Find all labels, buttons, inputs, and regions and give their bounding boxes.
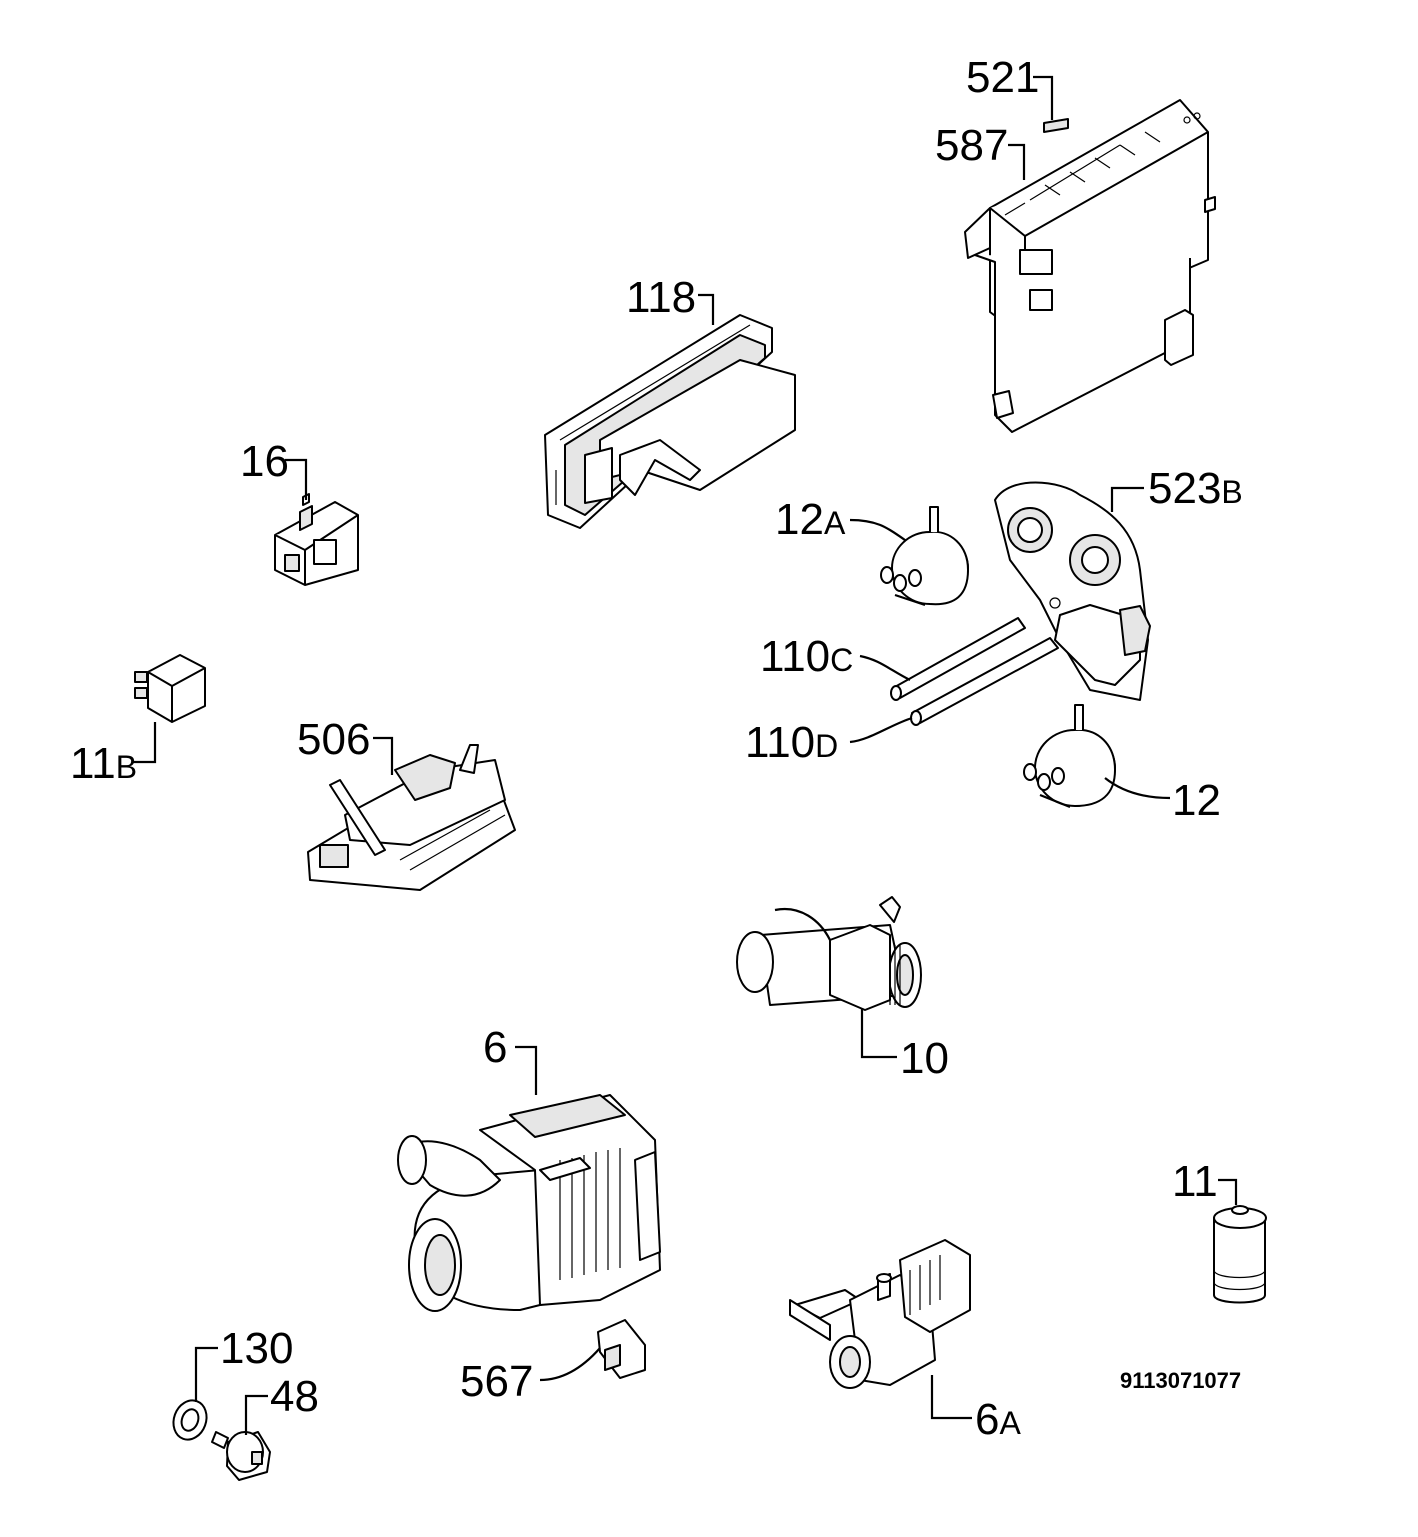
label-11: 11	[1172, 1157, 1218, 1206]
part-6-circulation-pump	[397, 1094, 661, 1312]
leader-lines	[133, 75, 1238, 1435]
part-506-dispenser	[307, 744, 516, 891]
part-16-switch	[274, 493, 359, 586]
part-11b-relay	[134, 654, 206, 723]
part-12-pressure-switch	[1023, 704, 1116, 809]
part-110c-hose	[890, 617, 1026, 701]
label-11b: 11B	[70, 739, 137, 788]
label-523b: 523B	[1148, 464, 1243, 513]
label-506: 506	[297, 715, 370, 764]
part-130-seal-ring	[172, 1399, 208, 1441]
label-130: 130	[220, 1324, 293, 1373]
label-6a: 6A	[975, 1395, 1021, 1444]
part-11-capacitor	[1213, 1205, 1267, 1304]
label-110c: 110C	[760, 632, 853, 681]
label-521: 521	[966, 53, 1039, 102]
label-16: 16	[240, 437, 289, 486]
part-567-clip	[597, 1319, 646, 1379]
part-48-plug	[211, 1431, 271, 1481]
part-12a-pressure-switch	[880, 506, 969, 607]
part-10-heater	[736, 896, 922, 1011]
part-6a-drain-pump	[789, 1239, 971, 1389]
label-48: 48	[270, 1372, 319, 1421]
label-110d: 110D	[745, 718, 838, 767]
part-labels: 521 587 118 16 523B 12A 110C 110D 11B 50…	[70, 53, 1243, 1444]
part-110d-hose	[910, 637, 1059, 726]
label-6: 6	[483, 1023, 507, 1072]
label-587: 587	[935, 121, 1008, 170]
label-12a: 12A	[775, 495, 846, 544]
label-12: 12	[1172, 776, 1221, 825]
diagram-code: 9113071077	[1120, 1368, 1241, 1393]
part-523b-housing	[994, 481, 1151, 701]
part-587-control-module	[964, 99, 1216, 433]
part-118-panel	[544, 314, 796, 529]
label-118: 118	[626, 273, 696, 322]
label-10: 10	[900, 1034, 949, 1083]
label-567: 567	[460, 1357, 533, 1406]
part-521-connector	[1043, 118, 1069, 133]
